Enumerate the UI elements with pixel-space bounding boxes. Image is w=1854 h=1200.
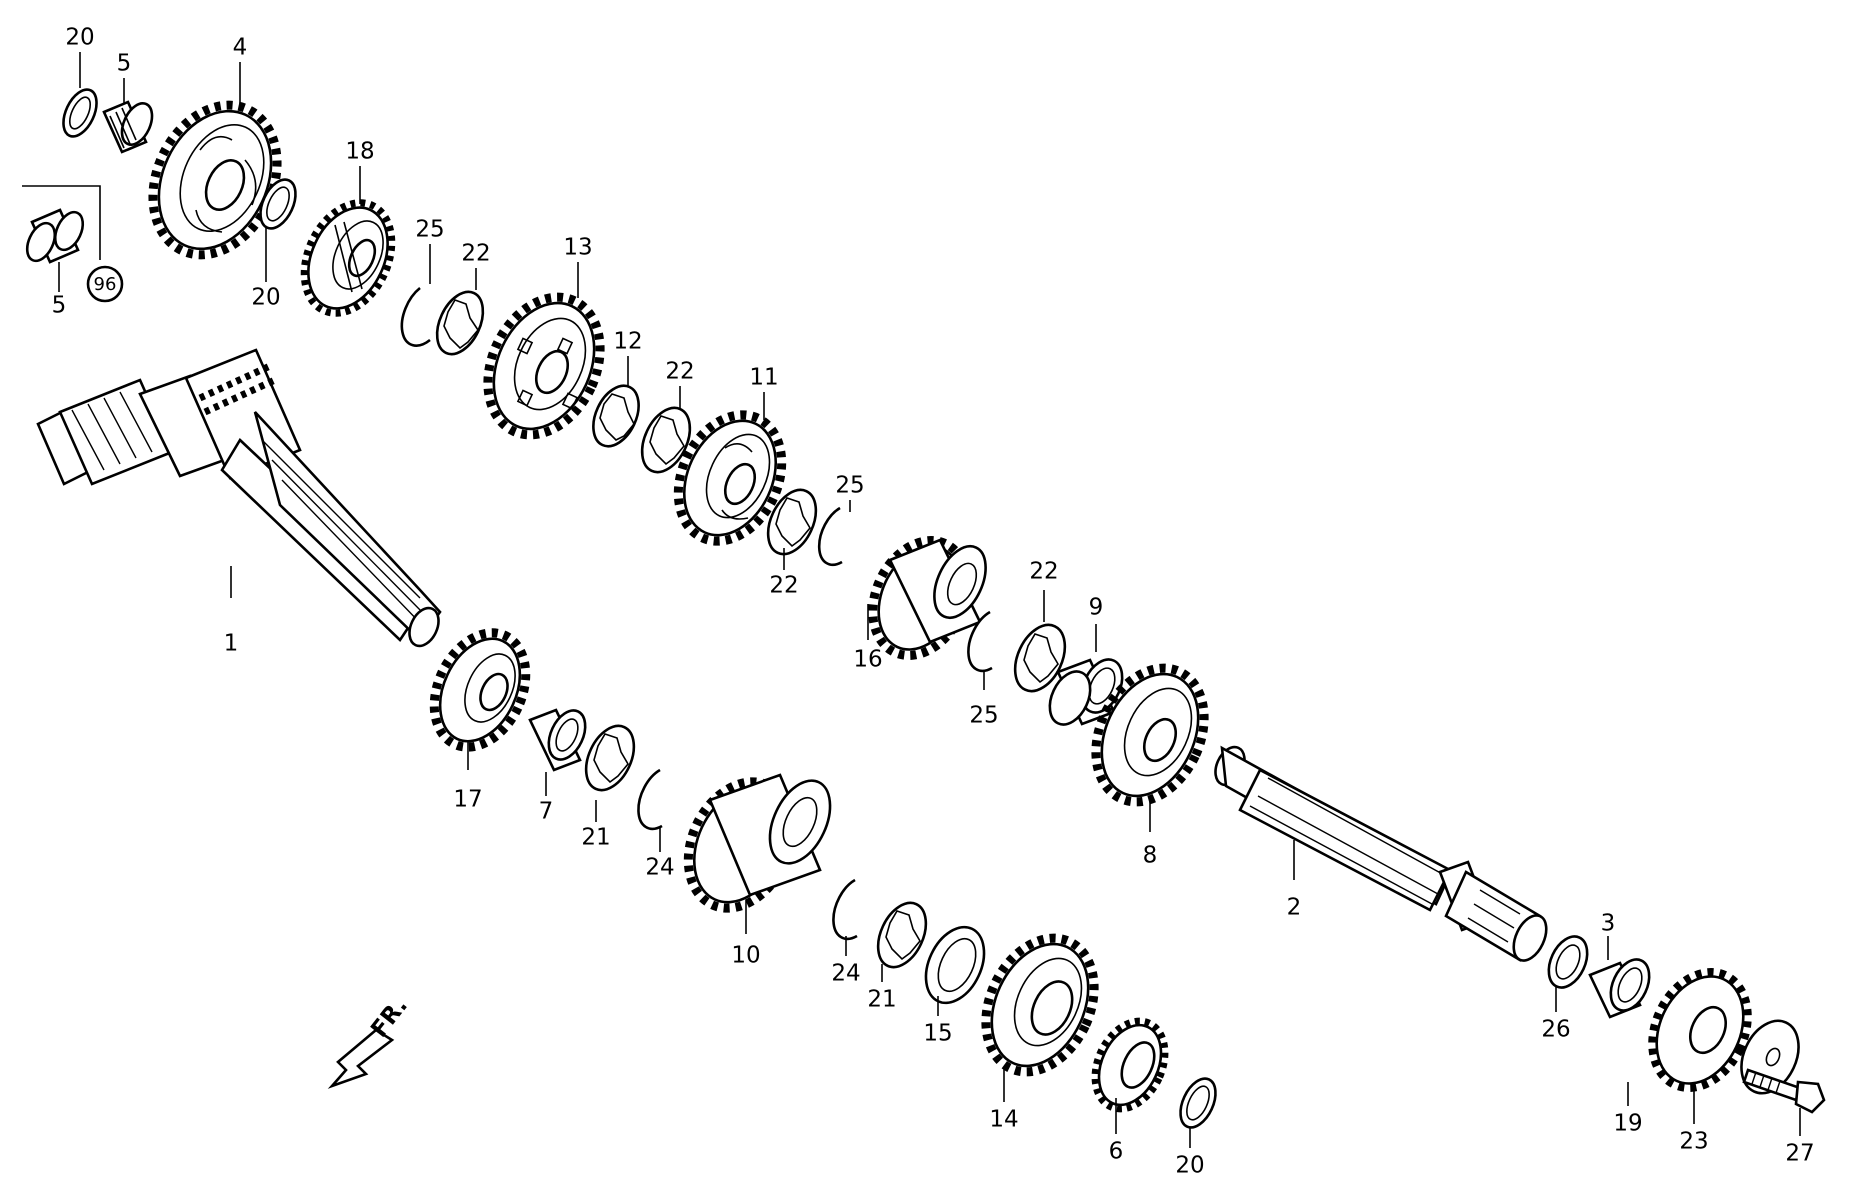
callout-24: 24 xyxy=(831,961,860,987)
callout-3: 3 xyxy=(1601,911,1616,937)
part-bushing-7 xyxy=(528,708,587,772)
callout-25: 25 xyxy=(415,217,444,243)
part-gear-4 xyxy=(148,100,282,260)
part-circlip-25-b xyxy=(817,506,843,567)
callout-24: 24 xyxy=(645,855,674,881)
callout-4: 4 xyxy=(233,35,248,61)
callout-1: 1 xyxy=(224,631,239,657)
callout-5: 5 xyxy=(52,293,67,319)
callout-20: 20 xyxy=(65,25,94,51)
callout-15: 15 xyxy=(923,1021,952,1047)
part-mainshaft-1 xyxy=(36,348,442,648)
callout-27: 27 xyxy=(1785,1141,1814,1167)
part-bolt-27 xyxy=(1742,1068,1826,1114)
callout-18: 18 xyxy=(345,139,374,165)
callout-6: 6 xyxy=(1109,1139,1124,1165)
callout-20: 20 xyxy=(1175,1153,1204,1179)
callout-7: 7 xyxy=(539,799,554,825)
part-gear-8 xyxy=(1091,663,1209,807)
part-splined-ring-15 xyxy=(924,925,986,1005)
callout-22: 22 xyxy=(665,359,694,385)
callout-16: 16 xyxy=(853,647,882,673)
part-sprocket-19 xyxy=(1648,968,1752,1092)
callout-8: 8 xyxy=(1143,843,1158,869)
part-countershaft-2 xyxy=(1214,745,1548,962)
part-bushing-5-detail xyxy=(22,185,124,303)
leader-lines xyxy=(58,52,1801,1148)
callout-26: 26 xyxy=(1541,1017,1570,1043)
part-splined-washer-21-a xyxy=(584,724,636,792)
callout-25: 25 xyxy=(835,473,864,499)
part-collar-3 xyxy=(1588,958,1651,1019)
callout-14: 14 xyxy=(989,1107,1018,1133)
callout-5: 5 xyxy=(117,51,132,77)
callout-21: 21 xyxy=(581,825,610,851)
callout-22: 22 xyxy=(461,241,490,267)
part-splined-washer-21-b xyxy=(876,901,928,969)
part-splined-washer-12 xyxy=(592,384,640,448)
part-gear-16 xyxy=(868,536,987,660)
callout-25: 25 xyxy=(969,703,998,729)
parts-layer xyxy=(22,88,1826,1129)
callout-22: 22 xyxy=(769,573,798,599)
part-gear-18 xyxy=(300,199,396,317)
part-splined-washer-22-d xyxy=(1013,623,1067,693)
callout-23: 23 xyxy=(1679,1129,1708,1155)
part-washer-26 xyxy=(1547,935,1589,989)
part-gear-14 xyxy=(981,933,1099,1077)
part-splined-washer-22-b xyxy=(640,406,692,474)
callout-19: 19 xyxy=(1613,1111,1642,1137)
callout-11: 11 xyxy=(749,365,778,391)
callout-21: 21 xyxy=(867,987,896,1013)
part-washer-20-bottom xyxy=(1179,1077,1217,1129)
part-circlip-24-a xyxy=(637,768,663,831)
callout-12: 12 xyxy=(613,329,642,355)
part-circlip-25-c xyxy=(967,610,993,673)
part-circlip-25-top xyxy=(400,286,431,347)
callout-13: 13 xyxy=(563,235,592,261)
callout-22: 22 xyxy=(1029,559,1058,585)
part-washer-20-mid xyxy=(259,178,297,230)
callout-17: 17 xyxy=(453,787,482,813)
part-splined-washer-22-c xyxy=(766,488,818,556)
part-gear-6 xyxy=(1091,1017,1169,1113)
front-direction-arrow xyxy=(327,1028,395,1089)
part-gear-13 xyxy=(483,292,605,440)
callout-10: 10 xyxy=(731,943,760,969)
part-splined-washer-22-top xyxy=(435,290,485,356)
part-needle-bearing-5 xyxy=(102,100,154,154)
part-washer-20-top xyxy=(62,88,98,138)
part-circlip-24-b xyxy=(832,878,858,941)
callout-9: 9 xyxy=(1089,595,1104,621)
part-gear-17 xyxy=(429,628,531,752)
part-gear-11 xyxy=(673,410,787,546)
part-gear-10 xyxy=(683,773,832,913)
callout-2: 2 xyxy=(1287,895,1302,921)
callout-96: 96 xyxy=(94,274,117,295)
callout-20: 20 xyxy=(251,285,280,311)
